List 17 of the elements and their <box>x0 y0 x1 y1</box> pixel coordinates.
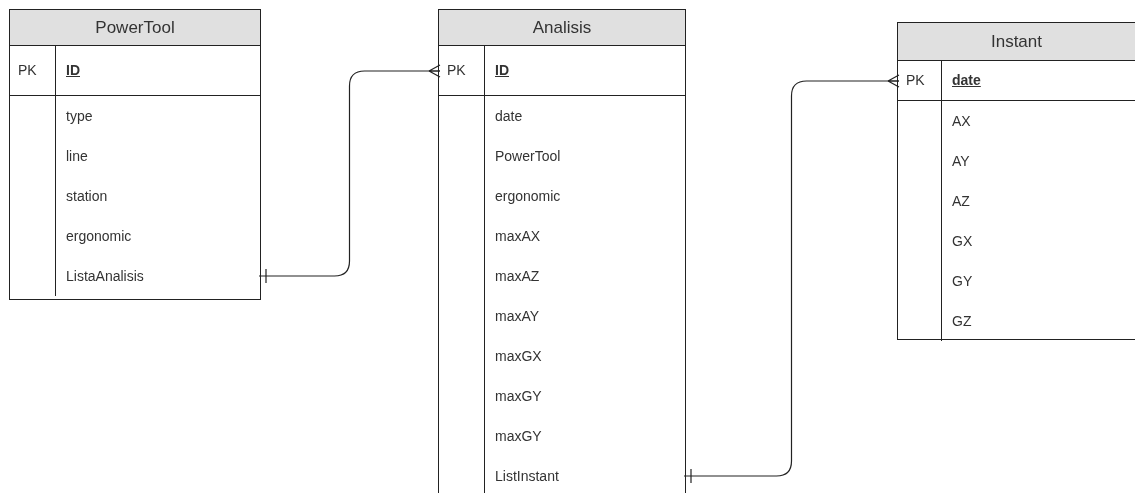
primary-key-row <box>439 46 685 96</box>
entity-table <box>9 9 261 300</box>
key-label: PK <box>18 62 37 78</box>
relationship-line <box>683 74 900 484</box>
table-header: Analisis <box>439 10 685 46</box>
key-attribute: date <box>952 72 981 88</box>
entity-table <box>897 22 1135 340</box>
key-attribute: ID <box>66 62 80 78</box>
key-label: PK <box>447 62 466 78</box>
table-header: Instant <box>898 23 1135 61</box>
key-attribute: ID <box>495 62 509 78</box>
entity-table <box>438 9 686 493</box>
primary-key-row <box>898 61 1135 101</box>
table-header: PowerTool <box>10 10 260 46</box>
key-label: PK <box>906 72 925 88</box>
primary-key-row <box>10 46 260 96</box>
relationship-line <box>258 64 441 284</box>
